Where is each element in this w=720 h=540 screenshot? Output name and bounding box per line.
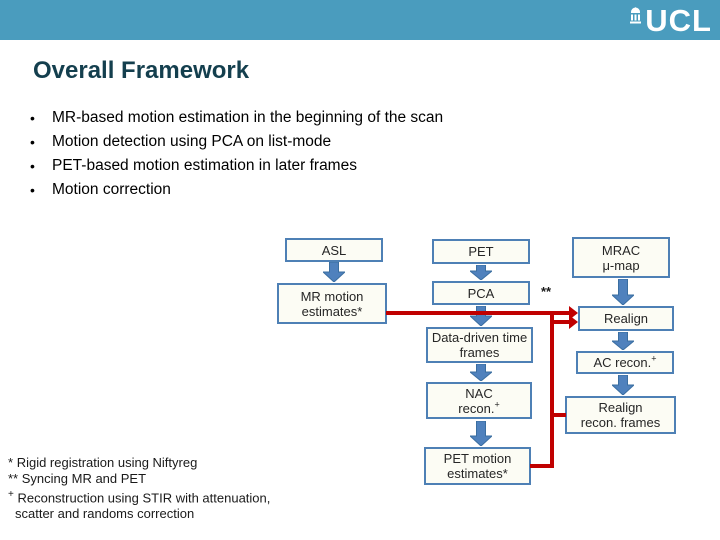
footnote-marker: * (8, 455, 14, 470)
superscript-marker: + (494, 399, 500, 410)
red-connector-vertical-feedback (550, 311, 554, 468)
node-label: MRAC (601, 242, 641, 258)
footnote-text: Rigid registration using Niftyreg (16, 455, 198, 470)
node-label: PCA (467, 285, 495, 301)
node-label-part: recon. (458, 400, 495, 416)
arrow-mrac-to-realign-icon (610, 278, 636, 310)
list-item: • MR-based motion estimation in the begi… (30, 106, 630, 130)
node-label: Realign (603, 311, 649, 326)
sync-asterisks-label: ** (541, 284, 552, 299)
node-label: ASL (321, 242, 347, 258)
node-label: estimates* (447, 466, 508, 481)
node-asl: ASL (285, 238, 383, 262)
list-item: • PET-based motion estimation in later f… (30, 154, 630, 178)
bullet-icon: • (30, 134, 35, 150)
arrow-pet-to-pca-icon (468, 264, 494, 285)
arrow-realign-to-ac-recon-icon (610, 331, 636, 355)
footnotes: * Rigid registration using Niftyreg ** S… (8, 455, 270, 522)
red-connector-branch-to-realign (552, 320, 570, 324)
node-realign-recon-frames: Realign recon. frames (565, 396, 676, 434)
red-connector-branch-to-realign-frames (552, 413, 566, 417)
list-item: • Motion correction (30, 178, 630, 202)
banner-bar: UCL (0, 0, 720, 40)
footnote-line: scatter and randoms correction (8, 506, 270, 522)
list-item: • Motion detection using PCA on list-mod… (30, 130, 630, 154)
red-connector-pet-motion-out (530, 464, 554, 468)
red-connector-mr-motion-to-realign (386, 311, 570, 315)
arrow-ac-recon-to-realign-frames-icon (610, 374, 636, 400)
footnote-line: ** Syncing MR and PET (8, 471, 270, 487)
node-label: recon. frames (580, 415, 661, 430)
node-label: μ-map (602, 257, 640, 273)
node-label: recon.+ (458, 399, 500, 416)
node-label: PET motion (443, 451, 512, 466)
bullet-icon: • (30, 110, 35, 126)
bullet-text: Motion correction (52, 181, 171, 198)
footnote-line: * Rigid registration using Niftyreg (8, 455, 270, 471)
node-mr-motion-estimates: MR motion estimates* (277, 283, 387, 324)
node-label: frames (459, 345, 500, 360)
node-label: Data-driven time (431, 330, 528, 345)
node-pet-motion-estimates: PET motion estimates* (424, 447, 531, 485)
footnote-marker: ** (8, 471, 19, 486)
bullet-text: MR-based motion estimation in the beginn… (52, 109, 444, 126)
red-arrowhead-icon (569, 315, 578, 329)
ucl-logo: UCL (628, 4, 712, 37)
node-label: MR motion (300, 288, 364, 304)
node-label: PET (468, 244, 494, 259)
node-label: AC recon.+ (593, 353, 657, 370)
bullet-icon: • (30, 158, 35, 174)
bullet-text: Motion detection using PCA on list-mode (52, 133, 332, 150)
node-ac-recon: AC recon.+ (576, 351, 674, 374)
arrow-pca-to-data-driven-icon (468, 305, 494, 331)
arrow-asl-to-mr-motion-icon (321, 261, 347, 287)
arrow-nac-to-pet-motion-icon (468, 420, 494, 451)
bullet-icon: • (30, 182, 35, 198)
node-realign: Realign (578, 306, 674, 331)
ucl-dome-icon (628, 7, 643, 29)
node-label-part: AC recon. (593, 355, 652, 370)
node-pca: PCA (432, 281, 530, 305)
footnote-line: + Reconstruction using STIR with attenua… (8, 487, 270, 506)
footnote-text: scatter and randoms correction (15, 506, 195, 522)
bullet-text: PET-based motion estimation in later fra… (52, 157, 357, 174)
footnote-marker: + (8, 489, 14, 500)
node-label: estimates* (301, 303, 363, 319)
node-pet: PET (432, 239, 530, 264)
arrow-data-driven-to-nac-icon (468, 363, 494, 386)
ucl-logo-text: UCL (645, 3, 712, 38)
page-title: Overall Framework (33, 57, 250, 84)
red-arrowhead-icon (569, 306, 578, 320)
node-data-driven-time-frames: Data-driven time frames (426, 327, 533, 363)
footnote-text: Reconstruction using STIR with attenuati… (17, 490, 271, 506)
bullet-list: • MR-based motion estimation in the begi… (30, 106, 630, 202)
node-label: Realign (598, 400, 643, 415)
node-mrac-mu-map: MRAC μ-map (572, 237, 670, 278)
node-nac-recon: NAC recon.+ (426, 382, 532, 419)
node-label: NAC (465, 385, 493, 401)
superscript-marker: + (651, 353, 657, 364)
footnote-text: Syncing MR and PET (21, 471, 147, 486)
